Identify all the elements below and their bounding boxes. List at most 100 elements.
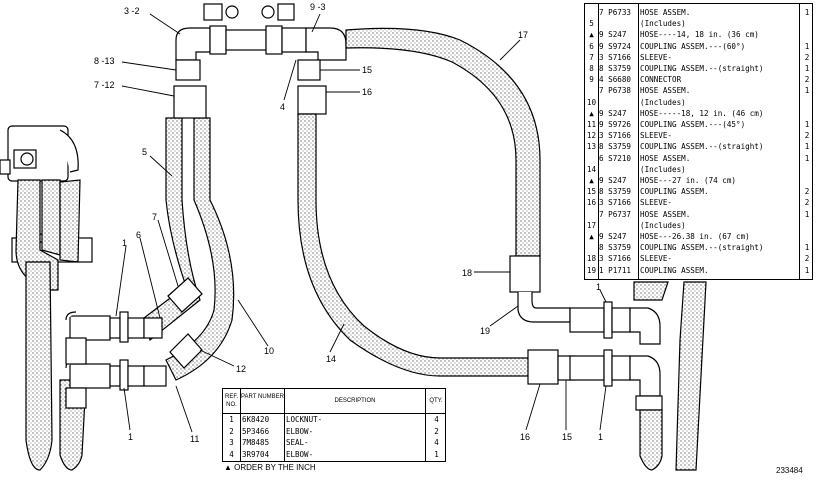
parts-list-ref: 13 — [586, 142, 597, 152]
list-item: 17 (Includes) — [585, 221, 812, 231]
parts-list-pn: 9 S247 — [599, 176, 627, 185]
callout-19: 19 — [480, 326, 490, 336]
parts-list-qty: 1 — [804, 41, 810, 51]
parts-list-pn: 7 P6737 — [599, 209, 632, 219]
callout-1-b: 1 — [128, 432, 133, 442]
callout-7-12: 7 -12 — [94, 80, 115, 90]
hardware-pn: 6K8420 — [242, 415, 270, 424]
parts-list-ref: 14 — [586, 164, 597, 174]
parts-list-ref: 19 — [586, 265, 597, 275]
parts-list-desc: HOSE ASSEM. — [640, 8, 691, 17]
parts-list-ref: 9 — [589, 75, 594, 85]
parts-list-qty: 2 — [804, 198, 810, 208]
hardware-pn: 3R9704 — [242, 449, 270, 459]
parts-list-pn: 8 S3759 — [599, 64, 632, 73]
parts-list-desc: CONNECTOR — [640, 75, 682, 85]
parts-list-desc: (Includes) — [640, 164, 686, 174]
drawing-number: 233484 — [776, 466, 803, 475]
parts-list-ref: 7 — [589, 52, 594, 62]
parts-list-pn: 9 S9726 — [599, 120, 632, 129]
hardware-ref: 4 — [229, 449, 234, 459]
parts-list-qty: 2 — [804, 131, 810, 141]
header-part-number: PART NUMBER — [241, 394, 285, 400]
parts-list-desc: HOSE----14, 18 in. (36 cm) — [640, 30, 759, 40]
parts-list-ref: 16 — [586, 198, 597, 208]
callout-1-c: 1 — [596, 282, 601, 292]
parts-list-pn: 1 P1711 — [599, 265, 632, 275]
callout-8-13: 8 -13 — [94, 56, 115, 66]
callout-14: 14 — [326, 354, 336, 364]
parts-list-pn: 8 S3759 — [599, 243, 632, 253]
parts-list-desc: COUPLING ASSEM. — [640, 265, 709, 275]
list-item: 10(Includes) — [585, 98, 812, 108]
callout-17: 17 — [518, 30, 528, 40]
parts-list-qty: 2 — [804, 187, 810, 197]
parts-list-qty: 1 — [804, 8, 810, 17]
parts-list-desc: SLEEVE- — [640, 198, 673, 208]
hardware-desc: ELBOW- — [286, 426, 314, 436]
parts-list-desc: (Includes) — [640, 97, 686, 107]
leader-lines — [115, 13, 607, 433]
hardware-qty: 4 — [434, 438, 439, 448]
parts-list-pn: 6 S7210 — [599, 153, 632, 163]
parts-list-desc: COUPLING ASSEM.--(straight) — [640, 64, 764, 73]
parts-list-qty: 1 — [804, 243, 810, 253]
callout-1-a: 1 — [122, 238, 127, 248]
parts-list-pn: 8 S3759 — [599, 142, 632, 152]
left-fittings — [65, 311, 145, 409]
hose-5 — [143, 117, 201, 342]
parts-list-qty: 2 — [804, 75, 810, 85]
callout-4: 4 — [280, 102, 285, 112]
list-item: 14 (Includes) — [585, 165, 812, 175]
callout-16-bottom: 16 — [520, 432, 530, 442]
callout-15-bottom: 15 — [562, 432, 572, 442]
parts-list-qty: 1 — [804, 153, 810, 163]
parts-list-ref: ▲ — [589, 108, 594, 118]
parts-list-qty: 1 — [804, 209, 810, 219]
callout-7: 7 — [152, 212, 157, 222]
hardware-ref: 1 — [229, 415, 234, 424]
callout-5: 5 — [142, 147, 147, 157]
hardware-qty: 2 — [434, 426, 439, 436]
hardware-pn: 7M8485 — [242, 438, 270, 448]
parts-list-pn: 4 S6680 — [599, 75, 632, 85]
header-description: DESCRIPTION — [334, 398, 376, 404]
parts-list-ref: 5 — [589, 19, 594, 29]
parts-list-pn: 9 S247 — [599, 30, 627, 40]
parts-list-ref: 17 — [586, 220, 597, 230]
callout-9-3: 9 -3 — [310, 2, 326, 12]
callout-labels: 3 -2 9 -3 8 -13 7 -12 4 15 16 17 5 7 6 1… — [94, 2, 603, 444]
parts-list-desc: SLEEVE- — [640, 52, 673, 62]
parts-list-ref: 6 — [589, 41, 594, 51]
callout-10: 10 — [264, 346, 274, 356]
hose-10 — [165, 117, 235, 381]
parts-list-desc: (Includes) — [640, 19, 686, 29]
list-item: 5 (Includes) — [585, 19, 812, 29]
callout-1-d: 1 — [598, 432, 603, 442]
header-qty: QTY. — [429, 398, 443, 404]
parts-list-desc: SLEEVE- — [640, 131, 673, 141]
parts-list-qty: 2 — [804, 254, 810, 264]
hardware-desc: SEAL- — [286, 438, 309, 448]
hardware-ref: 2 — [229, 426, 234, 436]
parts-list-pn: 3 S7166 — [599, 131, 632, 141]
parts-list-pn: 3 S7166 — [599, 198, 632, 208]
hardware-qty: 4 — [434, 415, 439, 424]
parts-list-desc: (Includes) — [640, 220, 686, 230]
